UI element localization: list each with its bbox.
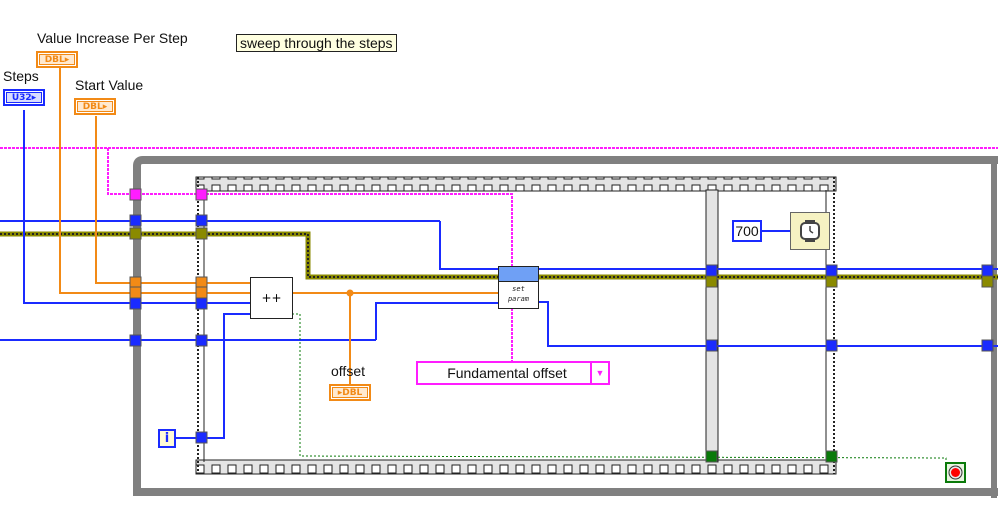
loop-condition-terminal[interactable] (945, 462, 966, 483)
iteration-terminal[interactable]: i (158, 429, 176, 448)
increment-node[interactable]: ++ (250, 277, 293, 319)
sweep-comment: sweep through the steps (236, 34, 397, 52)
offset-label: offset (331, 363, 365, 379)
value-increase-label: Value Increase Per Step (37, 30, 188, 46)
while-loop (133, 156, 998, 498)
set-param-node[interactable]: set param (498, 266, 539, 309)
start-value-label: Start Value (75, 77, 144, 93)
parameter-ring-constant[interactable]: Fundamental offset ▼ (416, 361, 610, 385)
set-param-line2: param (507, 295, 530, 303)
wait-ms-icon[interactable] (790, 212, 830, 250)
dropdown-arrow-icon[interactable]: ▼ (590, 363, 608, 383)
watch-icon (800, 220, 820, 242)
steps-terminal[interactable]: U32▸ (3, 89, 45, 106)
ring-selected-value: Fundamental offset (447, 365, 567, 381)
stop-icon (948, 465, 963, 480)
start-value-terminal[interactable]: DBL▸ (74, 98, 116, 115)
tunnels (129, 188, 994, 463)
set-param-line1: set (512, 285, 525, 293)
steps-label: Steps (3, 68, 39, 84)
set-param-header (499, 267, 538, 282)
wait-ms-constant[interactable]: 700 (732, 220, 762, 242)
offset-indicator[interactable]: ▸DBL (329, 384, 371, 401)
wires (0, 68, 998, 466)
value-increase-terminal[interactable]: DBL▸ (36, 51, 78, 68)
